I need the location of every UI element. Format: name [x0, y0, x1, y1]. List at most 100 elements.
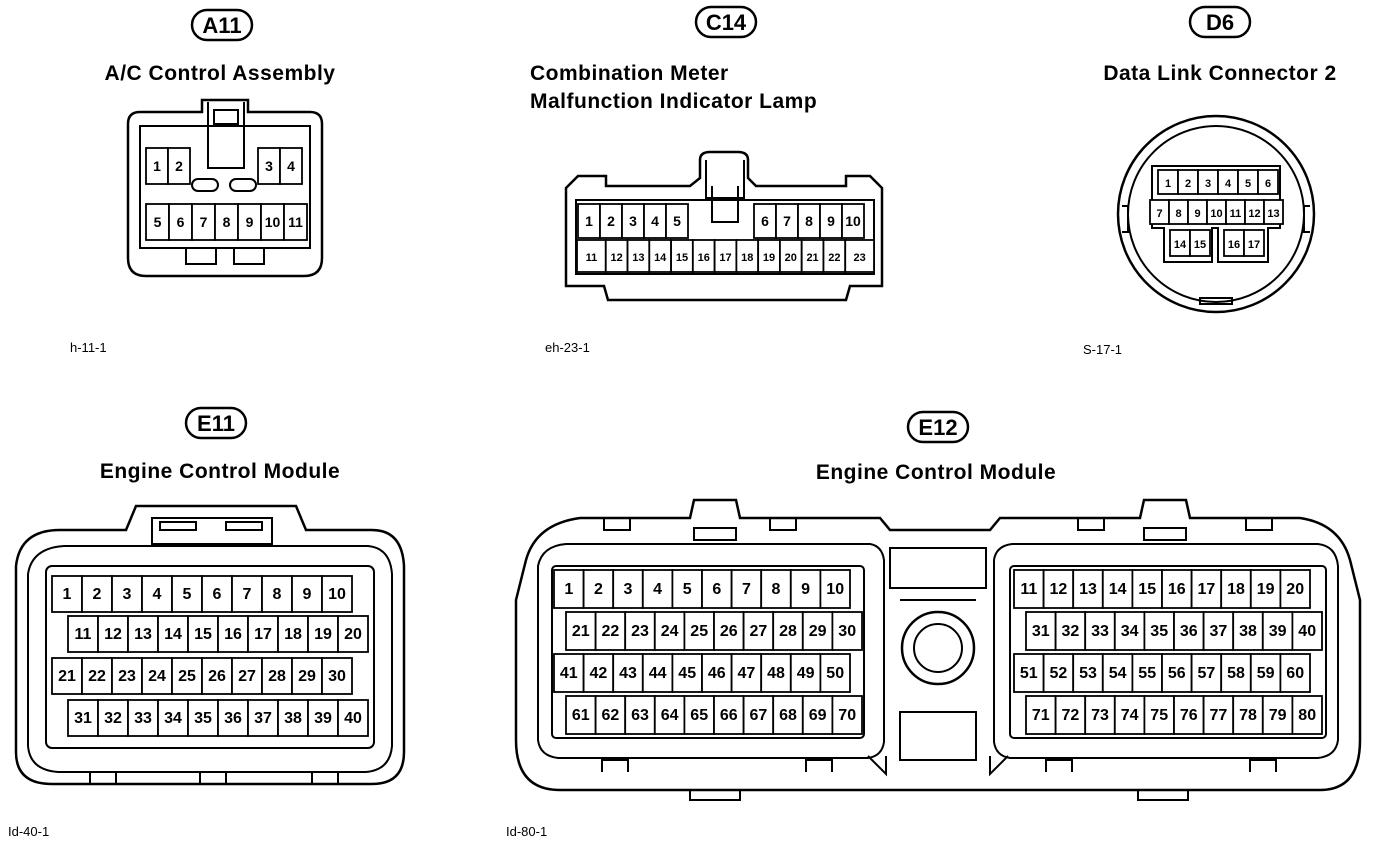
- d6-pin-14: 14: [1174, 239, 1187, 251]
- a11-pin-11-cell: [283, 203, 308, 241]
- e11-pin-24: 24: [148, 668, 166, 685]
- e11-pin-2-cell: [81, 575, 113, 613]
- connector-a11-key-right: [229, 178, 257, 192]
- e12-pin-66: 66: [720, 707, 738, 724]
- d6-pin-15-cell: [1189, 229, 1211, 257]
- e12-pin-47: 47: [738, 665, 756, 682]
- e12-pin-40-cell: [1291, 611, 1323, 651]
- e12-pin-15: 15: [1138, 581, 1156, 598]
- e11-pin-6-cell: [201, 575, 233, 613]
- d6-pin-9: 9: [1194, 208, 1200, 220]
- e12-pin-26: 26: [720, 623, 738, 640]
- c14-pin-2: 2: [607, 213, 615, 229]
- e11-pin-9-cell: [291, 575, 323, 613]
- connector-e12-center-frame: [867, 547, 1009, 777]
- e12-pin-39: 39: [1269, 623, 1287, 640]
- e11-pin-1: 1: [63, 586, 72, 603]
- e12-pin-12-cell: [1042, 569, 1075, 609]
- e11-pin-23: 23: [118, 668, 136, 685]
- e12-pin-9-cell: [789, 569, 822, 609]
- e12-pin-24: 24: [661, 623, 679, 640]
- connector-c14-badge: C14: [706, 10, 747, 35]
- e11-pin-25-cell: [171, 657, 203, 695]
- e11-pin-23-cell: [111, 657, 143, 695]
- d6-pin-2: 2: [1185, 178, 1191, 190]
- a11-pin-10: 10: [265, 214, 281, 230]
- d6-pin-6: 6: [1265, 178, 1271, 190]
- e12-pin-37: 37: [1210, 623, 1228, 640]
- e12-pin-52: 52: [1050, 665, 1068, 682]
- e12-pin-6: 6: [712, 581, 721, 598]
- c14-pin-16: 16: [698, 252, 710, 264]
- e11-pin-17-cell: [247, 615, 279, 653]
- e12-pin-49: 49: [797, 665, 815, 682]
- e11-pin-11: 11: [75, 626, 92, 643]
- e11-pin-26: 26: [208, 668, 226, 685]
- e12-pin-2-cell: [582, 569, 615, 609]
- e12-pin-35: 35: [1150, 623, 1168, 640]
- e11-pin-3: 3: [123, 586, 132, 603]
- e11-pin-20-cell: [337, 615, 369, 653]
- a11-pin-6: 6: [177, 214, 185, 230]
- e12-pin-21: 21: [572, 623, 590, 640]
- connector-c14-title-line2: Malfunction Indicator Lamp: [530, 90, 817, 113]
- e12-pin-18: 18: [1227, 581, 1245, 598]
- e12-pin-20: 20: [1286, 581, 1304, 598]
- connector-a11-face: [139, 125, 311, 249]
- e12-pin-65: 65: [690, 707, 708, 724]
- e12-pin-3: 3: [624, 581, 633, 598]
- e11-pin-2: 2: [93, 586, 102, 603]
- e11-pin-9: 9: [303, 586, 312, 603]
- e12-pin-8: 8: [772, 581, 781, 598]
- e12-pin-34: 34: [1121, 623, 1139, 640]
- e11-pin-13-cell: [127, 615, 159, 653]
- e12-pin-59: 59: [1257, 665, 1275, 682]
- e11-pin-39-cell: [307, 699, 339, 737]
- connector-e11-face: [45, 565, 375, 749]
- e12-pin-3-cell: [612, 569, 644, 609]
- e11-pin-6: 6: [213, 586, 222, 603]
- connector-e12-latches: [603, 518, 1273, 541]
- c14-pin-17: 17: [719, 252, 731, 264]
- d6-pin-7: 7: [1156, 208, 1162, 220]
- e12-pin-16: 16: [1168, 581, 1186, 598]
- e12-pin-55: 55: [1138, 665, 1156, 682]
- connector-d6-tabs: [1122, 205, 1310, 305]
- c14-pin-9: 9: [827, 213, 835, 229]
- e11-pin-27: 27: [238, 668, 256, 685]
- e12-pin-13: 13: [1079, 581, 1097, 598]
- connector-d6-face: [1151, 165, 1281, 263]
- e12-pin-17: 17: [1198, 581, 1216, 598]
- connector-d6-badge-outline: [1188, 5, 1252, 39]
- e12-pin-61-cell: [565, 695, 597, 735]
- e11-pin-13: 13: [134, 626, 152, 643]
- e11-pin-30: 30: [328, 668, 346, 685]
- connector-e12-title: Engine Control Module: [816, 461, 1056, 484]
- connector-a11-badge-outline: [190, 8, 254, 42]
- e12-pin-5: 5: [683, 581, 692, 598]
- e11-pin-3-cell: [111, 575, 143, 613]
- e12-pin-56-cell: [1161, 653, 1193, 693]
- e12-pin-63: 63: [631, 707, 649, 724]
- e11-pin-27-cell: [231, 657, 263, 695]
- connector-e12-center-boss-inner: [913, 623, 963, 673]
- a11-pin-11: 11: [288, 214, 303, 230]
- e11-pin-29-cell: [291, 657, 323, 695]
- e11-pin-28: 28: [268, 668, 286, 685]
- e12-pin-51: 51: [1020, 665, 1038, 682]
- d6-pin-3: 3: [1205, 178, 1211, 190]
- c14-pin-12: 12: [611, 252, 623, 264]
- e12-pin-25-cell: [683, 611, 715, 651]
- a11-pin-8: 8: [223, 214, 231, 230]
- e12-pin-53: 53: [1079, 665, 1097, 682]
- e12-pin-5-cell: [671, 569, 703, 609]
- connector-e11-badge: E11: [197, 411, 235, 436]
- connector-e12-badge-outline: [906, 410, 970, 444]
- e12-pin-43-cell: [612, 653, 644, 693]
- e12-pin-37-cell: [1202, 611, 1235, 651]
- e12-pin-71: 71: [1032, 707, 1050, 724]
